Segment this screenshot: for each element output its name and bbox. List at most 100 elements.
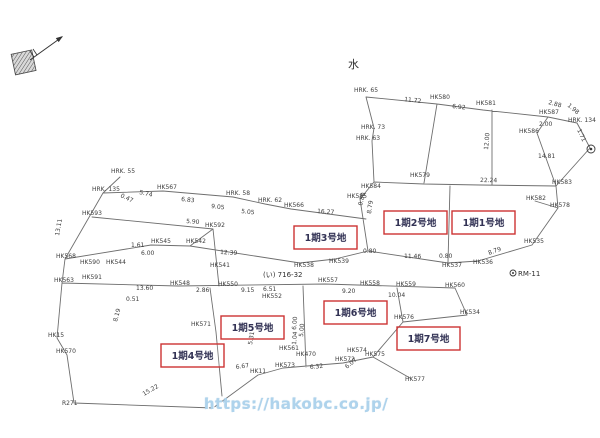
survey-point-label: HK558 <box>360 280 380 287</box>
survey-point-label: HK561 <box>279 345 299 352</box>
survey-point-label: HK535 <box>524 238 544 245</box>
survey-point-label: HK580 <box>430 94 450 101</box>
survey-point-label: HK587 <box>539 109 559 116</box>
survey-point-label: HK557 <box>318 277 338 284</box>
measurement-label: 5.74 <box>139 189 154 199</box>
measurement-label: 22.24 <box>480 177 497 184</box>
survey-point-label: HK592 <box>205 222 225 229</box>
survey-point-label: HK583 <box>552 179 572 186</box>
measurement-label: 15.22 <box>142 383 161 398</box>
measurement-label: 8.19 <box>112 308 122 323</box>
measurement-label: 1.98 <box>566 102 581 116</box>
measurement-label: 6.51 <box>263 286 277 293</box>
measurement-label: 12.00 <box>483 132 491 150</box>
survey-point-label: HK544 <box>106 259 126 266</box>
survey-point-label: HRK. 73 <box>361 124 385 131</box>
survey-point-label: HK581 <box>476 100 496 107</box>
survey-point-label: HK537 <box>442 262 462 269</box>
survey-point-label: HRK. 58 <box>226 190 250 197</box>
measurement-label: 13.60 <box>136 285 153 292</box>
survey-point-label: HK572 <box>335 356 355 363</box>
measurement-label: 2.86 <box>196 287 210 294</box>
water-label: 水 <box>348 58 359 71</box>
survey-point-label: HK550 <box>218 281 238 288</box>
plot-box <box>323 300 388 325</box>
measurement-label: 0.80 <box>439 253 453 260</box>
plot-label: 1期3号地 <box>305 232 347 244</box>
measurement-label: 11.46 <box>404 253 421 260</box>
survey-point-label: HK577 <box>405 376 425 383</box>
survey-point-label: HK578 <box>550 202 570 209</box>
survey-point-label: HK470 <box>296 351 316 358</box>
site-ref-label: (い) 716-32 <box>263 271 302 279</box>
survey-point-label: HK576 <box>394 314 414 321</box>
survey-point-label: HK539 <box>329 258 349 265</box>
measurement-label: 2.00 <box>539 121 553 128</box>
measurement-label: 5.31 <box>247 331 256 346</box>
measurement-label: 2.88 <box>547 99 562 109</box>
plot-box <box>160 343 225 368</box>
survey-point-label: HK573 <box>275 362 295 369</box>
survey-point-label: HK590 <box>80 259 100 266</box>
plot-label: 1期4号地 <box>172 350 214 362</box>
survey-point-label: HK548 <box>170 280 190 287</box>
measurement-label: 14.81 <box>538 153 555 160</box>
plot-box <box>220 315 285 340</box>
measurement-label: 9.15 <box>241 287 255 294</box>
measurement-label: 8.79 <box>366 200 375 214</box>
survey-point-label: HK545 <box>151 238 171 245</box>
measurement-label: 10.04 <box>388 292 405 299</box>
survey-point-label: HK536 <box>473 259 493 266</box>
survey-point-label: HK574 <box>347 347 367 354</box>
measurement-label: 11.72 <box>404 96 422 105</box>
survey-point-label: HK534 <box>460 309 480 316</box>
measurement-label: 0.51 <box>126 296 140 303</box>
rm-point-label: RM-11 <box>518 270 540 278</box>
plot-label: 1期7号地 <box>408 333 450 345</box>
survey-point-label: HRK. 135 <box>92 186 120 193</box>
plot-box <box>383 210 448 235</box>
survey-point-label: HK559 <box>396 281 416 288</box>
survey-point-label: HK541 <box>210 262 230 269</box>
measurement-label: 6.00 <box>291 316 299 330</box>
boundary-lines <box>56 96 591 409</box>
survey-point-label: HRK. 62 <box>258 197 282 204</box>
survey-point-label: HK552 <box>262 293 282 300</box>
plot-box <box>451 210 516 235</box>
survey-point-label: HK570 <box>56 348 76 355</box>
measurement-label: 5.90 <box>186 218 200 226</box>
measurement-labels: 11.72 6.92 2.88 1.98 2.00 1.71 12.00 14.81 22.24… <box>54 96 587 398</box>
survey-point-label: HK593 <box>82 210 102 217</box>
survey-point-label: HK566 <box>284 202 304 209</box>
survey-point-label: HK563 <box>54 277 74 284</box>
measurement-label: 1.71 <box>575 128 587 143</box>
measurement-label: 6.67 <box>235 362 249 371</box>
survey-point-label: HK582 <box>526 195 546 202</box>
measurement-label: 8.79 <box>487 246 502 257</box>
survey-point-label: HK538 <box>294 262 314 269</box>
survey-point-label: HK567 <box>157 184 177 191</box>
survey-point-label: HK584 <box>361 183 381 190</box>
measurement-label: 6.00 <box>141 250 155 257</box>
measurement-label: 6.32 <box>310 363 324 371</box>
measurement-label: 12.39 <box>220 249 238 257</box>
measurement-label: 6.92 <box>452 103 466 112</box>
survey-point-label: HRK. 63 <box>356 135 380 142</box>
survey-point-label: HK15 <box>48 332 64 339</box>
survey-point-label: HK575 <box>365 351 385 358</box>
survey-point-label: HK591 <box>82 274 102 281</box>
plot-label: 1期5号地 <box>232 322 274 334</box>
survey-point-label: HK585 <box>347 193 367 200</box>
survey-point-label: HRK. 134 <box>568 117 596 124</box>
survey-point-label: HK560 <box>445 282 465 289</box>
survey-point-label: HK568 <box>56 253 76 260</box>
measurement-label: 0.47 <box>119 192 134 204</box>
benchmark-symbol <box>586 144 596 154</box>
measurement-label: 5.00 <box>298 323 306 337</box>
survey-point-label: HK11 <box>250 368 266 375</box>
survey-point-label: HK579 <box>410 172 430 179</box>
